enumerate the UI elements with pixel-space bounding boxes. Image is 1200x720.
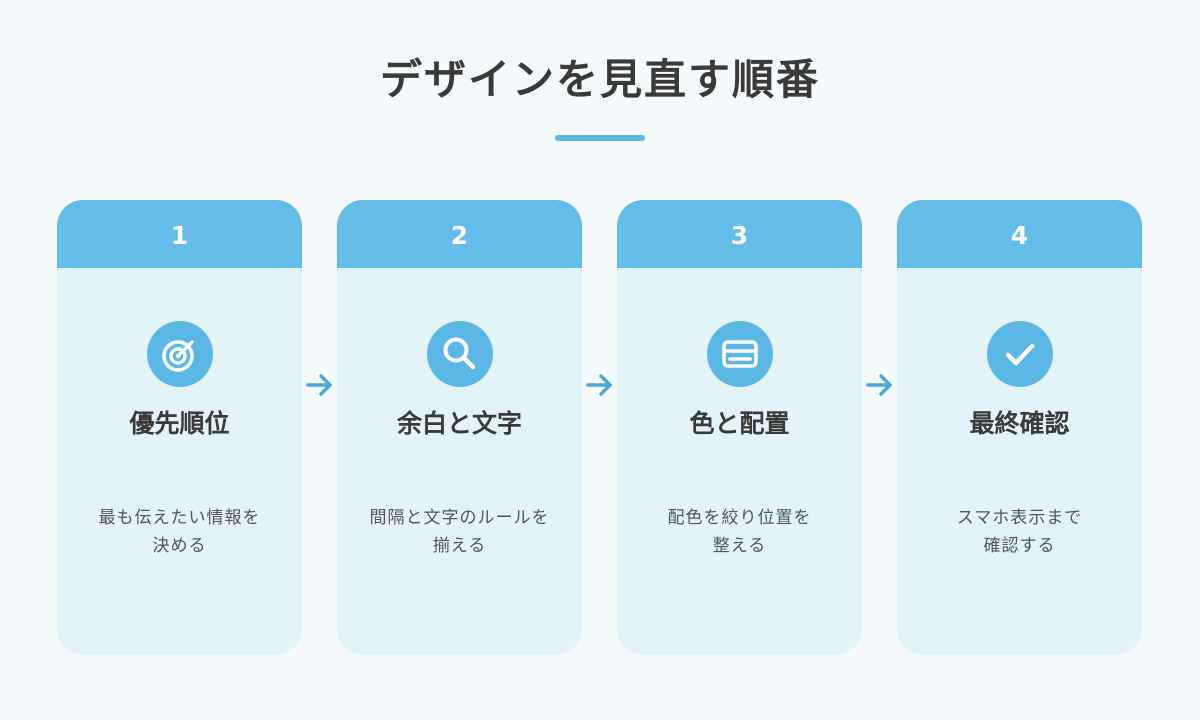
- page-title: デザインを見直す順番: [379, 55, 820, 104]
- step-card-1: 1 優先順位 最も伝えたい情報を 決める: [57, 200, 302, 655]
- step-heading-4: 最終確認: [969, 409, 1070, 438]
- target-icon: [147, 321, 213, 387]
- step-description-1: 最も伝えたい情報を 決める: [98, 508, 261, 556]
- step-heading-2: 余白と文字: [396, 409, 522, 438]
- step-number-1: 1: [57, 200, 302, 268]
- title-underline: [555, 135, 645, 141]
- step-description-3: 配色を絞り位置を 整える: [667, 508, 812, 556]
- step-card-3: 3 色と配置 配色を絞り位置を 整える: [617, 200, 862, 655]
- step-heading-3: 色と配置: [689, 409, 790, 438]
- arrow-right-icon: [586, 374, 612, 396]
- checkmark-icon: [987, 321, 1053, 387]
- magnifier-icon: [427, 321, 493, 387]
- arrow-right-icon: [866, 374, 892, 396]
- step-description-2: 間隔と文字のルールを 揃える: [369, 508, 550, 556]
- step-number-2: 2: [337, 200, 582, 268]
- step-number-3: 3: [617, 200, 862, 268]
- step-card-2: 2 余白と文字 間隔と文字のルールを 揃える: [337, 200, 582, 655]
- step-card-4: 4 最終確認 スマホ表示まで 確認する: [897, 200, 1142, 655]
- card-layout-icon: [707, 321, 773, 387]
- arrow-right-icon: [306, 374, 332, 396]
- step-description-4: スマホ表示まで 確認する: [956, 508, 1083, 556]
- step-number-4: 4: [897, 200, 1142, 268]
- step-heading-1: 優先順位: [129, 409, 230, 438]
